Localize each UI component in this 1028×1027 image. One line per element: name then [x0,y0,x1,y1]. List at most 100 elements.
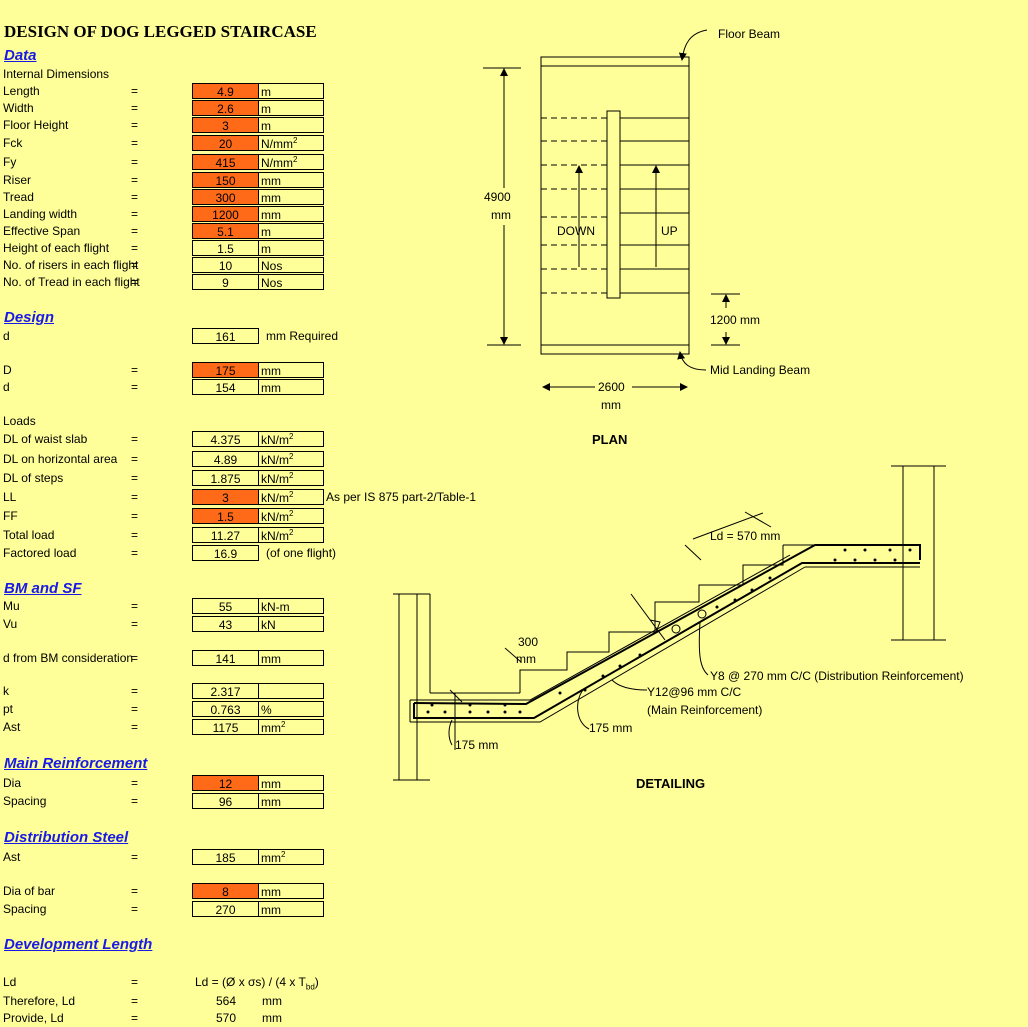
equals-sign: = [131,84,139,98]
unit-exponent: 2 [289,452,294,461]
provide-ld-label: Provide, Ld [3,1011,64,1025]
row-label: Total load [3,528,55,542]
section-distribution-steel-heading: Distribution Steel [4,829,129,846]
row-label: Effective Span [3,224,81,238]
row-label: No. of risers in each flight [3,258,139,272]
unit-exponent: 2 [293,155,298,164]
width-value: 2600 [598,380,625,394]
floor-beam-label: Floor Beam [718,27,780,41]
unit-cell: m [258,83,324,99]
dim-left-label: 175 mm [455,738,498,752]
row-label: Vu [3,617,18,631]
input-value-cell[interactable]: 300 [192,189,259,205]
unit-text: mm [261,174,281,188]
row-label: Fy [3,155,17,169]
ll-note: As per IS 875 part-2/Table-1 [326,490,477,504]
computed-value-cell: 43 [192,616,259,632]
equals-sign: = [131,471,139,485]
computed-value-cell: 1.875 [192,470,259,486]
unit-cell: kN/m2 [258,508,324,524]
mid-landing-beam-shape [540,344,690,355]
row-label: Height of each flight [3,241,110,255]
length-unit: mm [491,208,511,222]
input-value-cell[interactable]: 2.6 [192,100,259,116]
input-value-cell[interactable]: 1200 [192,206,259,222]
therefore-ld-value: 564 [216,994,237,1008]
equals-sign: = [131,490,139,504]
unit-exponent: 2 [289,490,294,499]
computed-value-cell: 96 [192,793,259,809]
unit-text: kN/m [261,510,289,524]
main-bar-top [413,544,921,706]
equals-sign: = [131,509,139,523]
computed-value-cell: 0.763 [192,701,259,717]
row-label: Width [3,101,34,115]
unit-text: (of one flight) [266,546,337,560]
section-bm-sf-heading: BM and SF [4,580,82,597]
input-value-cell[interactable]: 175 [192,362,259,378]
landing-dim-label: 1200 mm [710,313,760,327]
equals-sign: = [131,452,139,466]
computed-value-cell: 2.317 [192,683,259,699]
provide-ld-unit: mm [262,1011,282,1025]
equals-sign: = [131,599,139,613]
ld-detail-label: Ld = 570 mm [710,529,780,543]
row-label: Dia of bar [3,884,56,898]
input-value-cell[interactable]: 1.5 [192,508,259,524]
unit-text: mm [261,795,281,809]
input-value-cell[interactable]: 5.1 [192,223,259,239]
row-label: Floor Height [3,118,69,132]
input-value-cell[interactable]: 3 [192,489,259,505]
computed-value-cell: 185 [192,849,259,865]
length-value: 4900 [484,190,511,204]
row-label: Factored load [3,546,77,560]
unit-exponent: 2 [289,432,294,441]
unit-cell: m [258,117,324,133]
down-label: DOWN [557,224,595,238]
row-label: FF [3,509,18,523]
row-label: Mu [3,599,20,613]
row-label: Ast [3,850,21,864]
input-value-cell[interactable]: 12 [192,775,259,791]
equals-sign: = [131,902,139,916]
input-value-cell[interactable]: 20 [192,135,259,151]
unit-text: mm [261,652,281,666]
width-unit: mm [601,398,621,412]
row-label: d [3,380,10,394]
distribution-bar-label: Y8 @ 270 mm C/C (Distribution Reinforcem… [710,669,964,683]
equals-sign: = [131,794,139,808]
input-value-cell[interactable]: 150 [192,172,259,188]
unit-text: kN-m [261,600,290,614]
section-design-heading: Design [4,309,55,326]
input-value-cell[interactable]: 4.9 [192,83,259,99]
unit-exponent: 2 [289,471,294,480]
dim-mid-label: 175 mm [589,721,632,735]
input-value-cell[interactable]: 8 [192,883,259,899]
row-label: d [3,329,10,343]
input-value-cell[interactable]: 3 [192,117,259,133]
down-treads [541,117,607,294]
row-label: LL [3,490,17,504]
computed-value-cell: 11.27 [192,527,259,543]
equals-sign: = [131,720,139,734]
unit-cell: mm [258,883,324,899]
computed-value-cell: 161 [192,328,259,344]
input-value-cell[interactable]: 415 [192,154,259,170]
unit-cell: mm2 [258,719,324,735]
row-label: Length [3,84,40,98]
equals-sign: = [131,1011,139,1025]
ld-label: Ld [3,975,17,989]
main-bar-bottom [413,562,920,719]
row-label: Dia [3,776,22,790]
computed-value-cell: 4.375 [192,431,259,447]
computed-value-cell: 9 [192,274,259,290]
unit-text: N/mm [261,156,293,170]
section-main-reinforcement-heading: Main Reinforcement [4,755,148,772]
unit-text: mm [261,381,281,395]
unit-cell: m [258,240,324,256]
equals-sign: = [131,850,139,864]
row-label: Riser [3,173,32,187]
equals-sign: = [131,101,139,115]
detailing-caption: DETAILING [636,776,705,791]
